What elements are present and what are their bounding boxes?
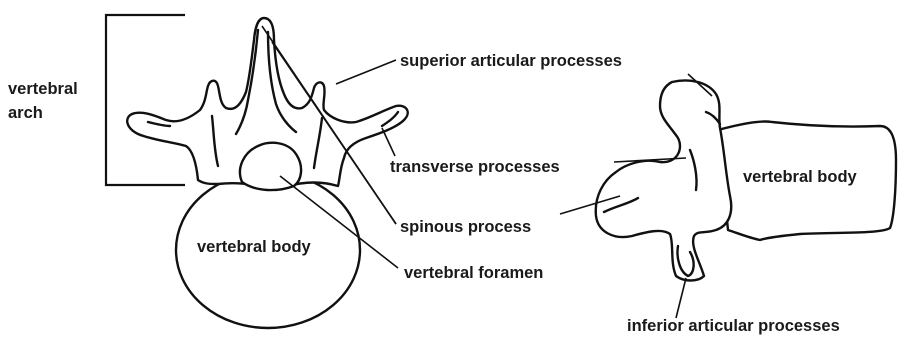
label-superior-articular-processes: superior articular processes [400,52,622,70]
label-vertebral-arch-line1: vertebral [8,80,78,98]
label-vertebral-arch-line2: arch [8,104,43,122]
leader-transverse-left [382,128,395,156]
vertebral-arch-bracket [106,15,185,185]
leader-superior-left [336,60,396,84]
label-inferior-articular-processes: inferior articular processes [627,317,840,335]
leader-inferior [676,278,686,318]
label-vertebral-body-left: vertebral body [197,238,312,256]
label-vertebral-foramen: vertebral foramen [404,264,543,282]
superior-view-vertebra [106,15,408,328]
label-transverse-processes: transverse processes [390,158,560,176]
lateral-posterior-elements-shape [596,81,731,281]
label-vertebral-body-right: vertebral body [743,168,858,186]
label-spinous-process: spinous process [400,218,531,236]
